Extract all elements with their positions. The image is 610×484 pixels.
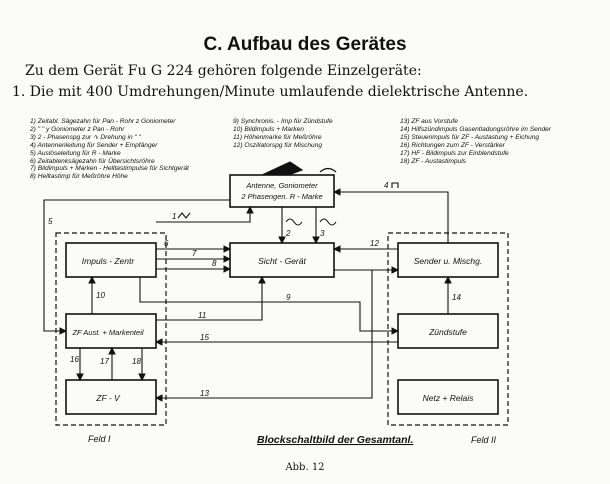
legend-entry: 18) ZF - Austastimpuls — [400, 157, 466, 165]
signal-label-15: 15 — [200, 333, 209, 342]
diagram-title: Blockschaltbild der Gesamtanl. — [257, 434, 413, 446]
legend-entry: 15) Steuerimpuls für ZF - Austastung + E… — [400, 133, 540, 141]
legend-entry: 10) Bildimpuls + Marken — [233, 125, 304, 133]
waveform-4 — [391, 182, 399, 188]
figure-caption: Abb. 12 — [285, 462, 325, 473]
zuendstufe-label: Zündstufe — [428, 327, 467, 337]
netz-relais-block — [397, 379, 499, 415]
signal-label-16: 16 — [70, 355, 79, 364]
waveform-2 — [285, 218, 303, 226]
legend-entry: 16) Richtungen zum ZF - Verstärker — [400, 141, 505, 149]
field-2-label: Feld II — [471, 435, 497, 445]
waveform-1 — [177, 212, 191, 219]
signal-label-1: 1 — [172, 212, 176, 221]
zuendstufe-block — [397, 313, 499, 349]
sender-block — [397, 242, 499, 278]
signal-label-14: 14 — [452, 293, 461, 302]
legend-entry: 13) ZF aus Vorstufe — [400, 118, 458, 125]
signal-label-9: 9 — [286, 293, 291, 302]
signal-label-2: 2 — [285, 229, 291, 238]
legend-entry: 3) 2 - Phasenspg zur ∿ Drehung in " " — [30, 133, 141, 141]
signal-label-17: 17 — [100, 357, 109, 366]
antenna-block — [229, 174, 335, 208]
waveform-3 — [319, 218, 337, 226]
legend-entry: 12) Oszillatorspg für Mischung — [233, 141, 323, 149]
sender-label: Sender u. Mischg. — [414, 256, 483, 266]
legend-entry: 2) " " y Goniometer z Pan - Rohr — [30, 125, 125, 133]
impuls-zentr-label: Impuls - Zentr — [82, 256, 136, 266]
item-1-text: 1. Die mit 400 Umdrehungen/Minute umlauf… — [12, 84, 529, 100]
signal-label-7: 7 — [192, 249, 197, 258]
legend-entry: 11) Höhenmarke für Meßröhre — [233, 133, 322, 141]
legend-entry: 5) Auslöseleitung für R - Marke — [30, 149, 121, 157]
legend-column-1: 1) Zeitabl. Sägezahn für Pan - Rohr z Go… — [30, 118, 189, 181]
signal-label-5: 5 — [48, 217, 53, 226]
legend-entry: 6) Zeitablenksägezahn für Übersichtsröhr… — [30, 157, 155, 165]
legend-entry: 8) Helltastimp für Meßröhre Höhe — [30, 173, 128, 181]
antenna-block-label-2: 2 Phasengen. R - Marke — [240, 192, 322, 201]
legend-entry: 4) Antennenleitung für Sender + Empfänge… — [30, 141, 158, 149]
signal-label-10: 10 — [96, 291, 105, 300]
legend-entry: 17) HF - Bildimpuls zur Einblendstufe — [400, 149, 509, 157]
signal-label-8: 8 — [212, 259, 217, 268]
zf-v-label: ZF - V — [95, 393, 121, 403]
signal-label-13: 13 — [200, 389, 209, 398]
signal-line-13 — [154, 270, 373, 402]
section-heading: C. Aufbau des Gerätes — [203, 34, 407, 55]
signal-label-18: 18 — [132, 357, 141, 366]
legend-entry: 14) Hilfszündimpuls Gasentladungsröhre i… — [400, 125, 551, 133]
netz-relais-label: Netz + Relais — [423, 393, 475, 403]
field-1-label: Feld I — [88, 434, 111, 444]
signal-label-11: 11 — [198, 311, 206, 320]
zf-aust-block — [65, 313, 157, 349]
legend-entry: 9) Synchronis. - Imp für Zündstufe — [233, 118, 333, 125]
signal-line-5 — [43, 199, 230, 335]
signal-line-4 — [332, 188, 449, 243]
impuls-zentr-block — [65, 242, 157, 278]
zf-aust-label: ZF Aust. + Markenteil — [71, 328, 143, 337]
legend-entry: 7) Bildimpuls + Marken - Helltastimpulse… — [30, 165, 189, 173]
field-1-outline — [55, 232, 167, 426]
antenna-block-label: Antenne, Goniometer — [245, 181, 318, 190]
signal-label-3: 3 — [320, 229, 325, 238]
signal-label-12: 12 — [370, 239, 379, 248]
legend-column-2: 9) Synchronis. - Imp für Zündstufe 10) B… — [233, 118, 333, 150]
signal-line-11 — [156, 275, 266, 321]
intro-text: Zu dem Gerät Fu G 224 gehören folgende E… — [25, 63, 422, 79]
antenna-arc — [319, 167, 337, 173]
signal-label-6: 6 — [164, 239, 169, 248]
signal-line-9 — [139, 277, 400, 335]
zf-v-block — [65, 379, 157, 415]
signal-label-4: 4 — [384, 181, 389, 190]
legend-column-3: 13) ZF aus Vorstufe 14) Hilfszündimpuls … — [400, 118, 551, 165]
signal-line-1 — [156, 205, 254, 223]
sicht-geraet-label: Sicht - Gerät — [258, 256, 306, 266]
legend-entry: 1) Zeitabl. Sägezahn für Pan - Rohr z Go… — [30, 118, 176, 125]
